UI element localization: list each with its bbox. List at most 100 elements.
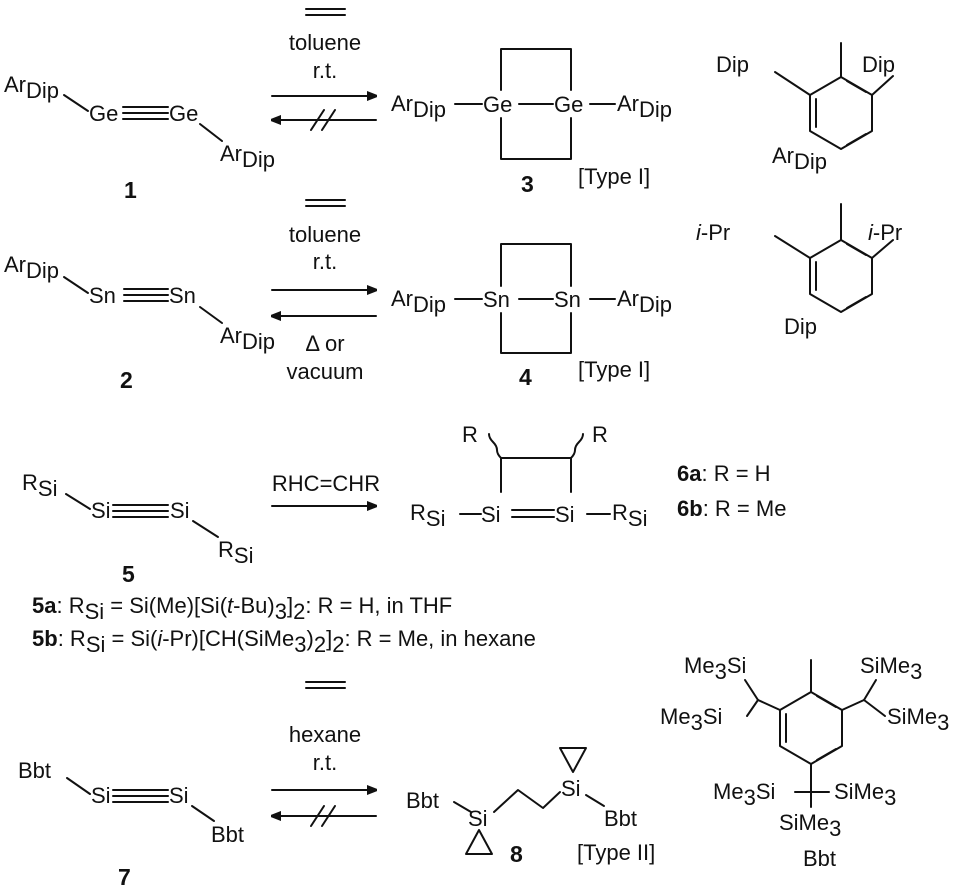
bond: [774, 235, 811, 259]
bbt-label: Bbt: [211, 822, 244, 847]
wavy-bond: [488, 433, 502, 459]
sn-atom: Sn: [169, 283, 196, 308]
trimethylsilyl-label: SiMe3: [834, 779, 896, 810]
compound-4-cyclobutane: ArDip Sn Sn ArDip 4 [Type I]: [391, 243, 672, 390]
aromatic-bond: [846, 243, 867, 256]
compound-number: 5: [122, 561, 135, 587]
ring-bottom: [500, 117, 572, 160]
trimethylsilyl-label: SiMe3: [779, 810, 841, 841]
type-label: [Type I]: [578, 357, 650, 382]
si-atom: Si: [481, 502, 501, 527]
bond: [744, 679, 759, 701]
bond: [585, 794, 605, 807]
bond: [871, 239, 894, 259]
trimethylsilyl-label: SiMe3: [887, 704, 949, 735]
aryl-label: ArDip: [617, 286, 672, 317]
benzene-ring: [779, 691, 843, 765]
temperature-label: r.t.: [313, 58, 337, 83]
aromatic-bond: [816, 748, 837, 761]
aryl-label: ArDip: [391, 91, 446, 122]
dip-name: Dip: [784, 314, 817, 339]
bond: [66, 777, 91, 795]
compound-number: 4: [519, 364, 532, 390]
si-atom: Si: [561, 776, 581, 801]
compound-number: 7: [118, 864, 131, 890]
bbt-structure: Me3Si Me3Si SiMe3 SiMe3 Me3Si SiMe3 SiMe…: [660, 653, 949, 871]
blocked-mark: [321, 805, 336, 827]
compound-number: 3: [521, 171, 534, 197]
trimethylsilyl-label: Me3Si: [684, 653, 746, 684]
substituent-r: R: [462, 422, 478, 447]
aryl-label: ArDip: [220, 141, 275, 172]
ge-atom: Ge: [483, 92, 512, 117]
bond: [453, 801, 472, 813]
aryl-label: ArDip: [4, 252, 59, 283]
bond: [65, 493, 91, 510]
blocked-mark: [310, 805, 325, 827]
ge-atom: Ge: [554, 92, 583, 117]
ring-top: [500, 243, 572, 287]
conditions-1: toluene r.t.: [271, 8, 377, 131]
aromatic-bond: [846, 296, 867, 309]
silirane-ring: [559, 747, 587, 773]
compound-number: 8: [510, 841, 523, 867]
bond: [63, 276, 89, 294]
compound-2-distannyne: ArDip Sn Sn ArDip 2: [4, 252, 275, 393]
reverse-condition-label: vacuum: [286, 359, 363, 384]
dip-label: Dip: [862, 52, 895, 77]
wavy-bond: [570, 433, 584, 459]
bbt-label: Bbt: [604, 806, 637, 831]
sn-atom: Sn: [483, 287, 510, 312]
bbt-name: Bbt: [803, 846, 836, 871]
isopropyl-label: i-Pr: [868, 220, 902, 245]
compound-3-cyclobutane: ArDip Ge Ge ArDip 3 [Type I]: [391, 48, 672, 197]
bond: [199, 306, 223, 324]
aromatic-bond: [816, 695, 837, 708]
aryl-label: ArDip: [4, 72, 59, 103]
trimethylsilyl-label: Me3Si: [713, 779, 775, 810]
bond: [757, 699, 781, 711]
bond: [863, 679, 877, 701]
silyl-label: RSi: [218, 537, 253, 568]
si-atom: Si: [468, 806, 488, 831]
solvent-label: toluene: [289, 222, 361, 247]
silyl-label: RSi: [612, 500, 647, 531]
aromatic-bond: [846, 80, 867, 93]
note-5a: 5a: RSi = Si(Me)[Si(t-Bu)3]2: R = H, in …: [32, 593, 452, 624]
compound-6-disilacyclobutene: R R RSi Si Si RSi: [410, 422, 647, 531]
bond: [199, 123, 223, 142]
si-atom: Si: [91, 498, 111, 523]
blocked-mark: [310, 109, 325, 131]
bond: [841, 699, 865, 711]
bond: [871, 75, 894, 96]
compound-1-digermyne: ArDip Ge Ge ArDip 1: [4, 72, 275, 203]
bbt-label: Bbt: [18, 758, 51, 783]
variant-list: 6a: R = H 6b: R = Me: [677, 461, 786, 521]
silirane-ring: [465, 829, 493, 855]
compound-5-disilyne: RSi Si Si RSi 5: [22, 470, 253, 587]
ge-atom: Ge: [169, 101, 198, 126]
substituent-r: R: [592, 422, 608, 447]
sn-atom: Sn: [554, 287, 581, 312]
type-label: [Type I]: [578, 164, 650, 189]
sn-atom: Sn: [89, 283, 116, 308]
bond: [192, 520, 219, 538]
aryl-label: ArDip: [220, 323, 275, 354]
bond: [191, 805, 215, 822]
si-atom: Si: [555, 502, 575, 527]
ge-atom: Ge: [89, 101, 118, 126]
footnotes-5: 5a: RSi = Si(Me)[Si(t-Bu)3]2: R = H, in …: [32, 593, 536, 657]
benzene-ring: [809, 239, 873, 313]
benzene-ring: [809, 76, 873, 150]
variant-6b: 6b: R = Me: [677, 496, 786, 521]
reagent-label: RHC=CHR: [272, 471, 380, 496]
reverse-condition-label: Δ or: [305, 331, 344, 356]
bbt-label: Bbt: [406, 788, 439, 813]
silyl-label: RSi: [410, 500, 445, 531]
compound-8-bis-silirane: Bbt Si Si Bbt 8 [Type II]: [406, 747, 655, 867]
silyl-label: RSi: [22, 470, 57, 501]
ardip-structure: Dip Dip ArDip: [716, 42, 895, 174]
trimethylsilyl-label: SiMe3: [860, 653, 922, 684]
bond: [746, 699, 759, 717]
